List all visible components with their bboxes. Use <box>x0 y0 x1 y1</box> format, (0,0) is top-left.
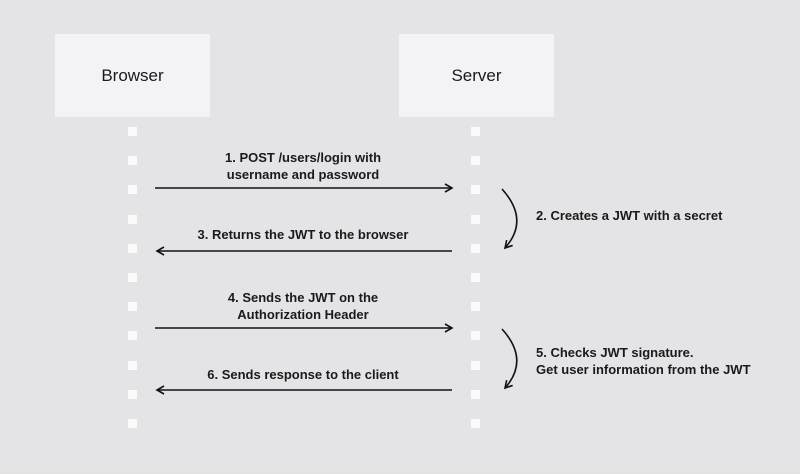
lifeline-dot <box>471 214 480 224</box>
lifeline-dot <box>471 302 480 312</box>
label-step6: 6. Sends response to the client <box>207 367 399 382</box>
lifeline-dot <box>128 331 137 341</box>
lifeline-dot <box>128 273 137 282</box>
lifeline-dot <box>128 243 137 253</box>
actor-server: Server <box>399 34 554 117</box>
label-step4: 4. Sends the JWT on the Authorization He… <box>227 290 379 322</box>
lifeline-dot <box>128 360 137 370</box>
lifeline-dot <box>471 273 480 282</box>
lifeline-dot <box>471 156 480 166</box>
lifeline-dot <box>128 389 137 399</box>
lifeline-dot <box>471 360 480 370</box>
label-step1: 1. POST /users/login with username and p… <box>224 150 382 182</box>
lifeline-dot <box>128 127 137 136</box>
actor-browser: Browser <box>55 34 210 117</box>
label-step5: 5. Checks JWT signature. Get user inform… <box>536 345 751 377</box>
arrow-step2-self <box>501 188 518 250</box>
arrow-step5-self <box>501 328 518 390</box>
actor-browser-label: Browser <box>101 65 164 85</box>
label-step2: 2. Creates a JWT with a secret <box>536 208 723 223</box>
lifeline-dot <box>471 419 480 428</box>
lifeline-dot <box>128 302 137 312</box>
label-step3: 3. Returns the JWT to the browser <box>197 227 409 242</box>
lifeline-dot <box>471 243 480 253</box>
lifeline-dot <box>471 389 480 399</box>
lifeline-dot <box>471 185 480 195</box>
lifeline-dot <box>128 156 137 166</box>
lifeline-dot <box>128 419 137 428</box>
actor-server-label: Server <box>451 65 502 85</box>
lifeline-dot <box>471 127 480 136</box>
lifeline-dot <box>128 185 137 195</box>
lifeline-dot <box>471 331 480 341</box>
lifeline-dot <box>128 214 137 224</box>
